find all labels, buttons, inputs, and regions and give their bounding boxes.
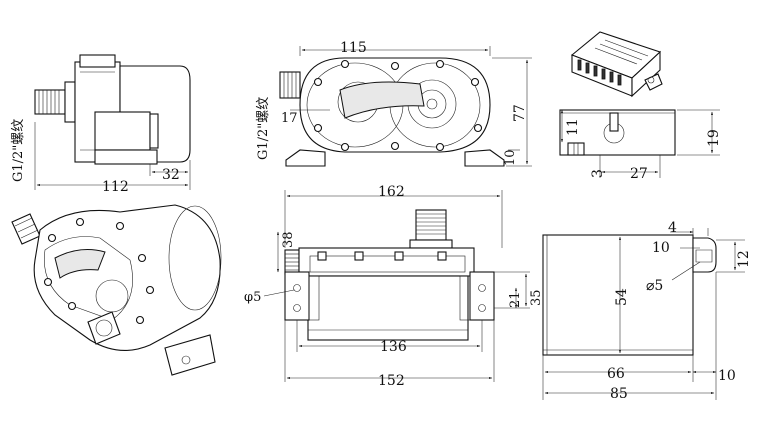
foot-dim-66: 66 — [607, 366, 625, 382]
side-view: 112 32 G1/2"螺纹 — [11, 54, 191, 195]
connector-dim-19: 19 — [706, 129, 722, 147]
foot-dim-4: 4 — [668, 220, 677, 236]
top-dim-21: 21 — [508, 291, 523, 308]
foot-dim-54: 54 — [614, 288, 630, 306]
top-view: 162 136 152 38 21 35 φ5 — [244, 184, 544, 389]
front-dim-10: 10 — [503, 149, 518, 166]
foot-view: 54 4 10 12 ⌀5 66 10 85 — [542, 220, 752, 402]
foot-hole-dia: ⌀5 — [646, 278, 663, 294]
front-thread-label: G1/2"螺纹 — [256, 97, 271, 160]
top-dim-162: 162 — [378, 184, 405, 200]
top-dim-152: 152 — [378, 373, 405, 389]
top-hole-dia: φ5 — [244, 290, 261, 305]
connector-view: 19 11 27 3 — [559, 31, 722, 182]
isometric-view — [11, 204, 222, 376]
connector-dim-11: 11 — [565, 118, 581, 136]
top-dim-136: 136 — [380, 339, 407, 355]
connector-dim-3: 3 — [590, 169, 606, 178]
side-thread-label: G1/2"螺纹 — [11, 119, 26, 182]
side-dim-32: 32 — [162, 167, 180, 183]
front-view: 115 77 17 10 G1/2"螺纹 — [256, 40, 532, 167]
foot-dim-85: 85 — [610, 386, 628, 402]
front-dim-115: 115 — [340, 40, 367, 56]
front-dim-77: 77 — [512, 104, 528, 122]
foot-dim-12: 12 — [736, 250, 752, 268]
top-dim-38: 38 — [281, 231, 296, 248]
front-dim-17: 17 — [281, 111, 298, 126]
side-dim-112: 112 — [102, 179, 129, 195]
connector-dim-27: 27 — [630, 166, 648, 182]
foot-dim-10: 10 — [718, 368, 736, 384]
foot-dim-10-slot: 10 — [652, 240, 670, 256]
top-dim-35: 35 — [529, 289, 544, 306]
